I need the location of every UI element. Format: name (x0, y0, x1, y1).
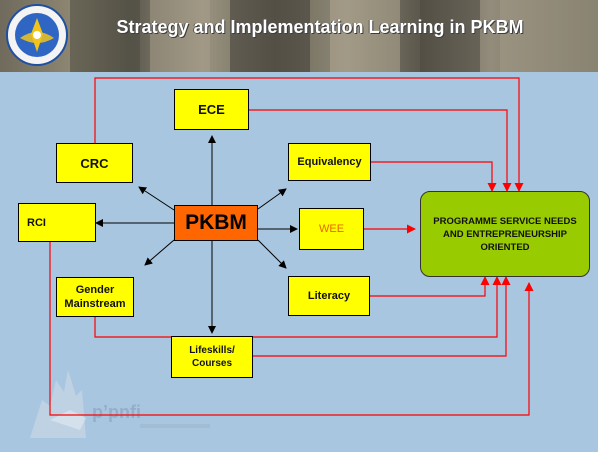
connector-ece (249, 109, 512, 192)
watermark-text: p’pnfi (92, 402, 141, 422)
connector-crc (94, 77, 524, 192)
banner-photo-6 (500, 0, 598, 72)
connector-literacy (370, 276, 490, 297)
arrow-to-crc (138, 186, 175, 211)
arrow-to-literacy (257, 239, 287, 269)
node-gender-mainstream: Gender Mainstream (56, 277, 134, 317)
banner-photo-2 (150, 0, 210, 72)
slide-title: Strategy and Implementation Learning in … (116, 17, 524, 37)
ministry-logo-icon (6, 4, 68, 66)
connector-lifeskills (253, 276, 511, 357)
banner-photo-4 (330, 0, 400, 72)
node-literacy: Literacy (288, 276, 370, 316)
banner-photo-3 (230, 0, 310, 72)
arrow-to-equivalency (257, 188, 287, 210)
arrow-to-gender (144, 239, 175, 266)
connector-rci (49, 242, 534, 416)
node-programme-target: PROGRAMME SERVICE NEEDS AND ENTREPRENEUR… (420, 191, 590, 277)
node-crc: CRC (56, 143, 133, 183)
header-banner: Strategy and Implementation Learning in … (0, 0, 598, 72)
connector-gender (94, 276, 502, 338)
node-equivalency: Equivalency (288, 143, 371, 181)
node-wee: WEE (299, 208, 364, 250)
node-ece: ECE (174, 89, 249, 130)
node-lifeskills: Lifeskills/ Courses (171, 336, 253, 378)
banner-photo-5 (420, 0, 480, 72)
node-pkbm-center: PKBM (174, 205, 258, 241)
banner-photo-1 (70, 0, 140, 72)
connector-equivalency (371, 161, 497, 192)
node-rci: RCI (18, 203, 96, 242)
